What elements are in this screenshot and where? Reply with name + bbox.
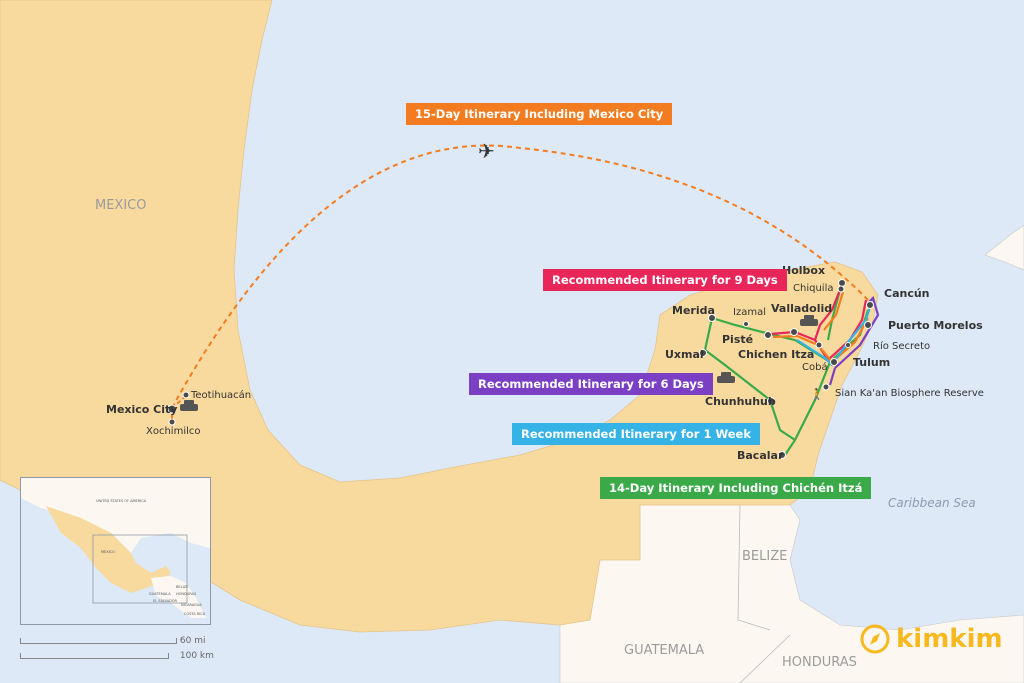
label-xochimilco: Xochimilco: [146, 426, 201, 437]
car-icon: [717, 372, 735, 383]
label-coba: Cobá: [802, 361, 828, 373]
label-caribbean-sea: Caribbean Sea: [888, 496, 976, 510]
inset-map: UNITED STATES OF AMERICA MEXICO BELIZE G…: [20, 477, 211, 625]
route-label-1-week[interactable]: Recommended Itinerary for 1 Week: [512, 423, 761, 445]
mexico-land: [0, 0, 879, 633]
route-label-14-day[interactable]: 14-Day Itinerary Including Chichén Itzá: [600, 477, 872, 499]
inset-label-mexico: MEXICO: [101, 550, 115, 554]
label-teotihuacan: Teotihuacán: [190, 389, 251, 401]
belize-border: [737, 504, 771, 631]
hiking-icon: 🚶: [810, 388, 824, 401]
label-chichen-itza: Chichen Itza: [738, 348, 814, 361]
label-belize: BELIZE: [742, 549, 787, 564]
label-guatemala: GUATEMALA: [624, 643, 704, 658]
scale-bar-km: 100 km: [20, 651, 214, 661]
car-icon: [800, 315, 818, 326]
label-mexico: MEXICO: [95, 198, 146, 213]
inset-label-guatemala: GUATEMALA: [149, 592, 171, 596]
car-icon: [180, 400, 198, 411]
inset-label-belize: BELIZE: [176, 585, 188, 589]
inset-label-costa-rica: COSTA RICA: [184, 612, 206, 616]
label-piste: Pisté: [722, 333, 753, 346]
scale-miles-label: 60 mi: [179, 636, 206, 646]
inset-label-nicaragua: NICARAGUA: [181, 603, 202, 607]
label-rio-secreto: Río Secreto: [873, 340, 930, 352]
label-valladolid: Valladolid: [771, 302, 832, 315]
honduras-border: [739, 634, 791, 683]
route-label-6-days[interactable]: Recommended Itinerary for 6 Days: [469, 373, 713, 395]
route-label-9-days[interactable]: Recommended Itinerary for 9 Days: [543, 269, 787, 291]
label-chunhuhub: Chunhuhub: [705, 395, 776, 408]
label-tulum: Tulum: [853, 356, 890, 369]
label-merida: Merida: [672, 304, 715, 317]
brand-name: kimkim: [896, 624, 1003, 654]
kimkim-logo: kimkim: [860, 624, 1003, 654]
place-markers: [167, 279, 874, 459]
scale-km-label: 100 km: [179, 651, 214, 661]
label-mexico-city: Mexico City: [106, 403, 177, 416]
route-label-15-day[interactable]: 15-Day Itinerary Including Mexico City: [406, 103, 673, 125]
label-sian-kaan: Sian Ka'an Biosphere Reserve: [835, 388, 984, 399]
label-honduras: HONDURAS: [782, 655, 857, 670]
inset-label-el-salvador: EL SALVADOR: [153, 599, 178, 603]
label-izamal: Izamal: [733, 307, 766, 318]
label-cancun: Cancún: [884, 287, 930, 300]
label-holbox: Holbox: [782, 264, 825, 277]
scale-bar-miles: 60 mi: [20, 636, 205, 646]
label-puerto-morelos: Puerto Morelos: [888, 319, 983, 332]
plane-icon: ✈: [478, 141, 495, 163]
label-bacalar: Bacalar: [737, 449, 784, 462]
label-chiquila: Chiquila: [793, 283, 833, 294]
cuba-land: [984, 224, 1024, 271]
flight-route-mexico-city-cancun: [171, 144, 869, 409]
compass-icon: [860, 624, 890, 654]
inset-label-honduras: HONDURAS: [176, 592, 197, 596]
label-uxmal: Uxmal: [665, 348, 704, 361]
inset-label-usa: UNITED STATES OF AMERICA: [96, 499, 147, 503]
